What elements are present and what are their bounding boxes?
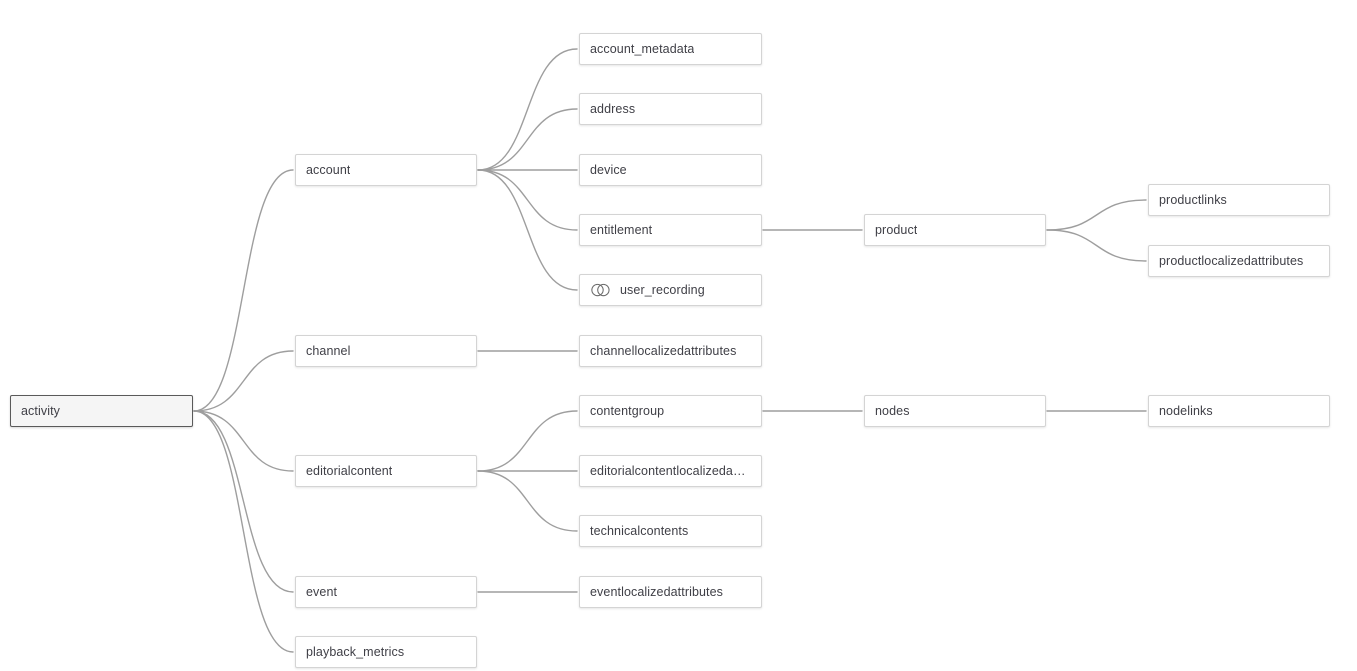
edge-product-to-productlinks [1046,199,1147,231]
node-label: event [306,585,338,599]
node-label: user_recording [620,283,705,297]
node-label: device [590,163,627,177]
edge-product-to-productlocalizedattributes [1046,229,1147,262]
edge-activity-to-account [193,169,294,412]
node-activity[interactable]: activity [10,395,193,427]
node-channellocalizedattributes[interactable]: channellocalizedattributes [579,335,762,367]
edge-activity-to-playback_metrics [193,410,294,653]
node-nodelinks[interactable]: nodelinks [1148,395,1330,427]
edge-account-to-account_metadata [477,48,578,171]
node-label: technicalcontents [590,524,689,538]
node-label: account [306,163,351,177]
node-contentgroup[interactable]: contentgroup [579,395,762,427]
node-label: editorialcontent [306,464,393,478]
node-label: nodes [875,404,910,418]
node-label: playback_metrics [306,645,405,659]
node-technicalcontents[interactable]: technicalcontents [579,515,762,547]
edge-editorialcontent-to-technicalcontents [477,470,578,532]
node-user_recording[interactable]: user_recording [579,274,762,306]
node-label: activity [21,404,61,418]
node-address[interactable]: address [579,93,762,125]
edge-activity-to-event [193,410,294,593]
node-event[interactable]: event [295,576,477,608]
node-label: productlocalizedattributes [1159,254,1304,268]
node-account[interactable]: account [295,154,477,186]
edge-account-to-entitlement [477,169,578,231]
node-label: entitlement [590,223,653,237]
node-label: contentgroup [590,404,665,418]
edge-account-to-user_recording [477,169,578,291]
node-label: nodelinks [1159,404,1213,418]
node-entitlement[interactable]: entitlement [579,214,762,246]
node-account_metadata[interactable]: account_metadata [579,33,762,65]
node-playback_metrics[interactable]: playback_metrics [295,636,477,668]
node-channel[interactable]: channel [295,335,477,367]
node-label: channel [306,344,351,358]
node-label: product [875,223,918,237]
edge-activity-to-channel [193,350,294,412]
node-editorialcontent[interactable]: editorialcontent [295,455,477,487]
node-productlinks[interactable]: productlinks [1148,184,1330,216]
node-editorialcontentlocalized[interactable]: editorialcontentlocalizeda… [579,455,762,487]
node-eventlocalizedattributes[interactable]: eventlocalizedattributes [579,576,762,608]
node-label: eventlocalizedattributes [590,585,724,599]
edge-editorialcontent-to-contentgroup [477,410,578,472]
edge-account-to-address [477,108,578,171]
node-product[interactable]: product [864,214,1046,246]
node-label: productlinks [1159,193,1227,207]
node-nodes[interactable]: nodes [864,395,1046,427]
edge-activity-to-editorialcontent [193,410,294,472]
node-label: editorialcontentlocalizeda… [590,464,746,478]
node-productlocalizedattributes[interactable]: productlocalizedattributes [1148,245,1330,277]
overlapping-circles-icon [590,282,612,298]
node-device[interactable]: device [579,154,762,186]
node-label: account_metadata [590,42,695,56]
node-label: address [590,102,636,116]
node-label: channellocalizedattributes [590,344,737,358]
